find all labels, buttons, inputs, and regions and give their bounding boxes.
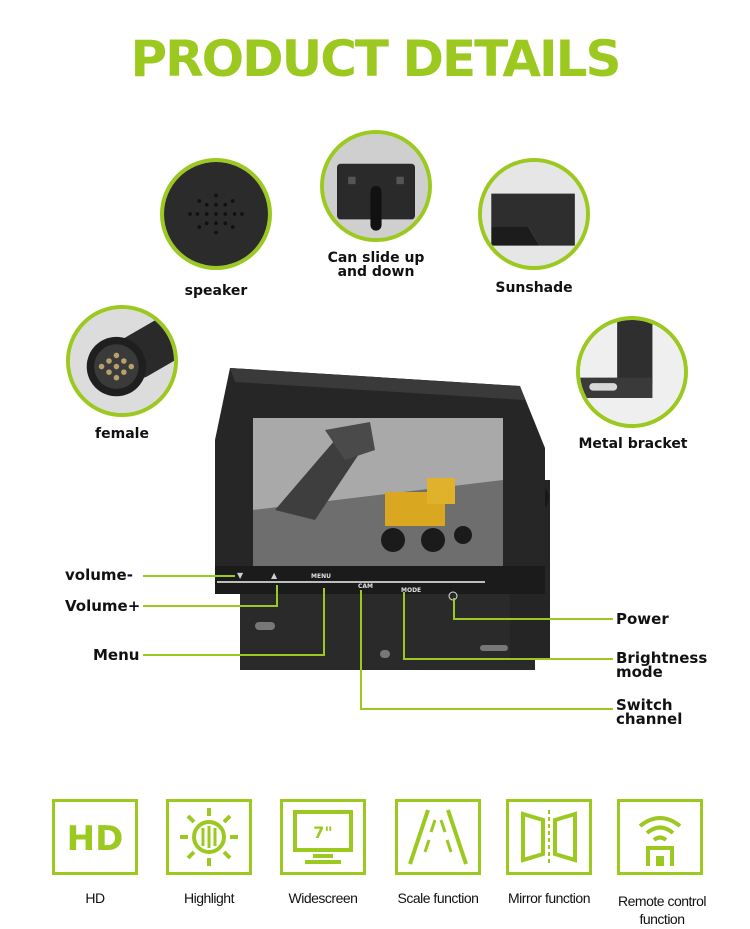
scale-label: Scale function [397, 890, 479, 906]
speaker-detail-image [160, 158, 272, 270]
power-leader-h [453, 618, 613, 620]
hd-icon: HD [67, 819, 124, 859]
sun-icon [180, 808, 238, 866]
volume-up-glyph: ▲ [271, 571, 278, 580]
page-title: PRODUCT DETAILS [130, 30, 621, 88]
female-label: female [95, 426, 149, 442]
connector-icon [70, 309, 174, 413]
speaker-grille-icon [164, 162, 268, 266]
volume-minus-leader [143, 575, 235, 577]
switch-callout-line2: channel [616, 710, 683, 728]
switch-leader-h [360, 708, 613, 710]
seven-inch-badge: 7" [313, 823, 332, 842]
mirror-label: Mirror function [508, 890, 590, 906]
widescreen-feature-box: 7" [280, 799, 366, 875]
slide-mount-icon [324, 134, 428, 238]
scale-feature-box [395, 799, 481, 875]
menu-leader-h [143, 654, 325, 656]
sunshade-detail-image [478, 158, 590, 270]
remote-feature-box [617, 799, 703, 875]
volume-minus-callout: volume- [65, 566, 133, 584]
switch-callout-line1: Switch [616, 696, 673, 714]
road-icon [408, 809, 468, 865]
brightness-callout-line1: Brightness [616, 649, 708, 667]
menu-callout: Menu [93, 646, 140, 664]
mirror-icon [521, 810, 577, 864]
hd-feature-box: HD [52, 799, 138, 875]
cam-button-label[interactable]: CAM [358, 583, 373, 590]
volume-down-glyph: ▼ [237, 571, 244, 580]
volume-plus-leader-v [276, 585, 278, 607]
menu-button-label[interactable]: MENU [311, 573, 331, 580]
mirror-feature-box [506, 799, 592, 875]
mode-button-label[interactable]: MODE [401, 587, 421, 594]
metal-bracket-image [576, 316, 688, 428]
speaker-label: speaker [184, 283, 248, 299]
slide-detail-image [320, 130, 432, 242]
bracket-label: Metal bracket [578, 436, 688, 452]
brightness-leader-h [403, 658, 613, 660]
wifi-remote-icon [638, 816, 682, 866]
remote-label-line2: function [639, 911, 685, 927]
sunshade-icon [482, 162, 586, 266]
widescreen-label: Widescreen [288, 890, 358, 906]
volume-plus-leader-h [143, 605, 278, 607]
remote-label-line1: Remote control [618, 893, 706, 909]
bracket-icon [580, 320, 684, 424]
volume-plus-callout: Volume+ [65, 597, 141, 615]
menu-leader-v [323, 588, 325, 656]
slide-label-line2: and down [337, 264, 415, 280]
female-connector-image [66, 305, 178, 417]
highlight-label: Highlight [184, 890, 234, 906]
sunshade-label: Sunshade [495, 280, 573, 296]
slide-label-line1: Can slide up [327, 250, 425, 266]
switch-leader-v [360, 590, 362, 710]
brightness-leader-v [403, 592, 405, 660]
monitor-image: ▼ ▲ MENU CAM MODE [215, 368, 550, 670]
highlight-feature-box [166, 799, 252, 875]
brightness-callout-line2: mode [616, 663, 663, 681]
power-callout: Power [616, 610, 669, 628]
monitor-icon: 7" [293, 810, 353, 864]
hd-label: HD [85, 890, 105, 906]
power-leader-v [453, 598, 455, 620]
